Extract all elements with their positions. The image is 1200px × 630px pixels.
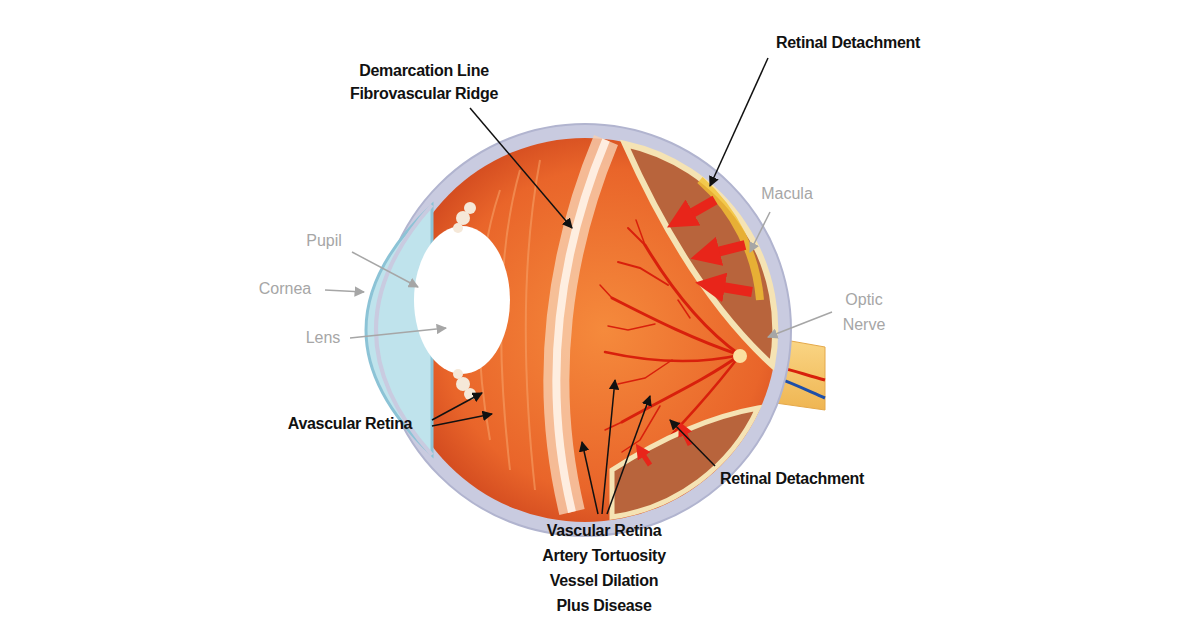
callout-label: Demarcation Line xyxy=(359,61,488,81)
callout-label: Avascular Retina xyxy=(288,414,412,434)
retina-interior xyxy=(393,138,777,522)
leader-lines xyxy=(325,58,832,514)
callout-label: Artery Tortuosity xyxy=(542,546,666,566)
anatomy-label: Cornea xyxy=(259,279,311,299)
retinal-detachment-bottom xyxy=(612,408,758,517)
fibrovascular-ridge xyxy=(556,140,606,512)
callout-label: Fibrovascular Ridge xyxy=(350,84,498,104)
lens xyxy=(414,226,510,374)
demarcation-line xyxy=(556,140,606,512)
ciliary-body xyxy=(453,202,476,400)
callout-label: Plus Disease xyxy=(556,596,651,616)
callout-label: Vessel Dilation xyxy=(550,571,658,591)
callout-label: Retinal Detachment xyxy=(776,33,920,53)
anatomy-label: Pupil xyxy=(306,231,342,251)
callout-label: Vascular Retina xyxy=(547,521,662,541)
callout-label: Retinal Detachment xyxy=(720,469,864,489)
retinal-detachment-top xyxy=(625,144,775,365)
optic-disc xyxy=(733,349,747,363)
anatomy-label: Optic Nerve xyxy=(839,287,889,337)
anatomy-label: Macula xyxy=(761,184,813,204)
anatomy-label: Lens xyxy=(306,328,341,348)
